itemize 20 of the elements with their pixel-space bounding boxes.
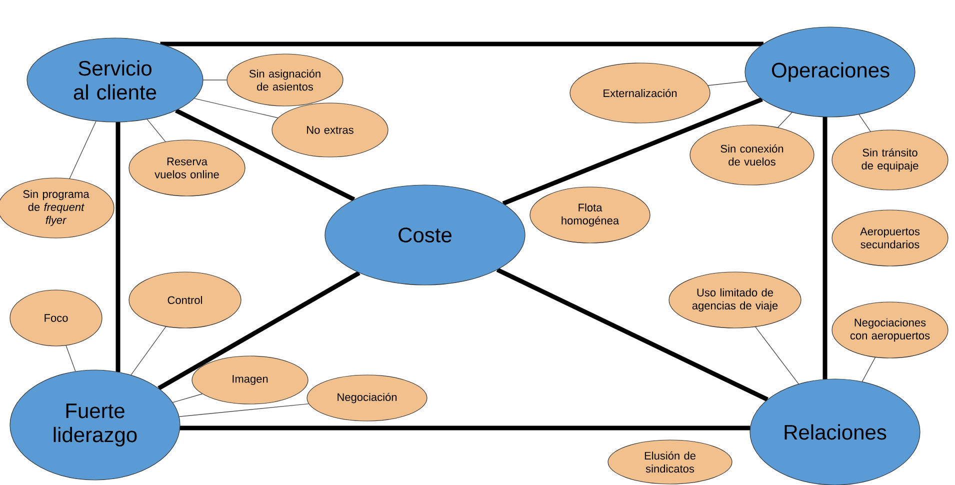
connector-line [755, 326, 799, 384]
connector-line [194, 98, 278, 118]
connector-line [178, 403, 310, 417]
connector-line [708, 80, 747, 86]
connector-line [496, 268, 768, 402]
connector-line [174, 108, 356, 202]
connector-line [69, 120, 96, 179]
connector-line [66, 345, 76, 372]
connector-line [158, 270, 360, 390]
connector-line [862, 356, 876, 382]
connector-line [130, 326, 166, 376]
connector-line [172, 394, 203, 403]
connector-line [822, 116, 828, 380]
connector-line [502, 97, 763, 206]
connector-line [116, 122, 120, 372]
connector-line [777, 112, 792, 128]
connector-line [160, 42, 764, 46]
connector-line [858, 114, 871, 132]
connector-line [146, 118, 166, 142]
connector-line [180, 426, 750, 430]
